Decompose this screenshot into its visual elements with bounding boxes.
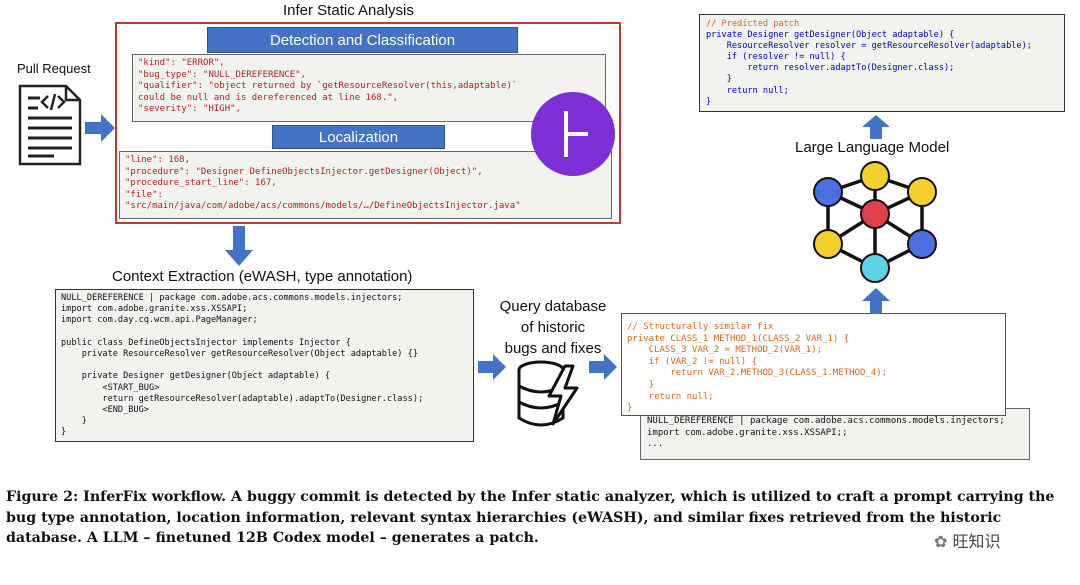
similar-fix-line: } (627, 379, 655, 390)
context-line: public class DefineObjectsInjector imple… (61, 337, 351, 348)
database-label: Query database of historic bugs and fixe… (494, 296, 612, 359)
detection-code-box: "kind": "ERROR", "bug_type": "NULL_DEREF… (132, 54, 606, 122)
detection-line: "severity": "HIGH", (138, 104, 241, 115)
similar-fix-line: if (VAR_2 != null) { (627, 356, 758, 367)
localization-code-box: "line": 168, "procedure": "Designer Defi… (119, 151, 612, 219)
context-line: <END_BUG> (61, 405, 149, 416)
context-line: return getResourceResolver(adaptable).ad… (61, 393, 424, 404)
detection-line: "bug_type": "NULL_DEREFERENCE", (138, 69, 306, 80)
detection-line: "qualifier": "object returned by `getRes… (138, 81, 518, 92)
figure-caption: Figure 2: InferFix workflow. A buggy com… (6, 489, 1055, 546)
prompt-context-line: import com.adobe.granite.xss.XSSAPI;; (647, 427, 848, 438)
localization-line: "file": (125, 189, 163, 200)
arrow-up-icon (862, 115, 890, 144)
context-title: Context Extraction (eWASH, type annotati… (112, 268, 413, 285)
database-label-line: Query database (499, 298, 607, 315)
similar-fix-line: } (627, 403, 633, 414)
context-line: <START_BUG> (61, 382, 160, 393)
watermark: ✿ 旺知识 (930, 528, 1005, 552)
localization-line: "line": 168, (125, 155, 191, 165)
patch-line: } (706, 96, 712, 107)
infer-panel (115, 22, 621, 224)
localization-line: "procedure": "Designer DefineObjectsInje… (125, 166, 483, 177)
database-label-line: of historic (520, 319, 586, 336)
localization-line: "procedure_start_line": 167, (125, 178, 277, 189)
similar-fix-line: return null; (627, 391, 714, 402)
arrow-down-icon (225, 226, 253, 271)
context-line: } (61, 427, 67, 438)
detection-line: "kind": "ERROR", (138, 58, 225, 68)
arrow-right-icon (478, 354, 506, 385)
similar-fix-line: return VAR_2.METHOD_3(CLASS_1.METHOD_4); (627, 368, 888, 379)
patch-line: private Designer getDesigner(Object adap… (706, 30, 955, 41)
arrow-right-icon (85, 114, 115, 147)
context-line: } (61, 416, 87, 427)
context-line: import com.day.cq.wcm.api.PageManager; (61, 315, 258, 326)
llm-title: Large Language Model (795, 139, 950, 156)
prompt-context-line: ... (647, 439, 664, 450)
database-label-line: bugs and fixes (504, 340, 602, 357)
pull-request-label: Pull Request (17, 61, 91, 76)
prompt-context-box: NULL_DEREFERENCE | package com.adobe.acs… (640, 408, 1030, 460)
wechat-icon: ✿ (934, 532, 948, 551)
context-line: import com.adobe.granite.xss.XSSAPI; (61, 304, 248, 315)
context-line: private ResourceResolver getResourceReso… (61, 349, 418, 360)
patch-line: return resolver.adaptTo(Designer.class); (706, 63, 955, 74)
similar-fix-line: CLASS_3 VAR_2 = METHOD_2(VAR_1); (627, 345, 823, 356)
database-lightning-icon (515, 360, 581, 435)
localization-line: "src/main/java/com/adobe/acs/commons/mod… (125, 201, 521, 212)
similar-fix-line: // Structurally similar fix (627, 322, 774, 332)
similar-fix-line: private CLASS_1 METHOD_1(CLASS_2 VAR_1) … (627, 333, 850, 344)
detection-header: Detection and Classification (207, 27, 518, 53)
context-line: NULL_DEREFERENCE | package com.adobe.acs… (61, 293, 403, 303)
infer-title: Infer Static Analysis (283, 2, 414, 19)
arrow-right-icon (589, 354, 617, 385)
patch-line: return null; (706, 85, 789, 96)
neural-network-icon (800, 160, 950, 295)
patch-line: // Predicted patch (706, 19, 800, 29)
context-line: private Designer getDesigner(Object adap… (61, 371, 331, 382)
localization-header: Localization (272, 125, 445, 149)
patch-line: } (706, 74, 732, 85)
context-code-box: NULL_DEREFERENCE | package com.adobe.acs… (55, 289, 474, 442)
document-code-icon (14, 84, 84, 171)
watermark-text: 旺知识 (952, 532, 1001, 551)
patch-line: if (resolver != null) { (706, 52, 846, 63)
prompt-context-line: NULL_DEREFERENCE | package com.adobe.acs… (647, 416, 1005, 426)
similar-fix-box: // Structurally similar fix private CLAS… (621, 313, 1006, 416)
arrow-up-icon (862, 288, 890, 319)
infer-logo-icon (530, 91, 616, 182)
patch-line: ResourceResolver resolver = getResourceR… (706, 41, 1032, 52)
detection-line: could be null and is dereferenced at lin… (138, 92, 399, 103)
patch-code-box: // Predicted patch private Designer getD… (699, 14, 1065, 112)
